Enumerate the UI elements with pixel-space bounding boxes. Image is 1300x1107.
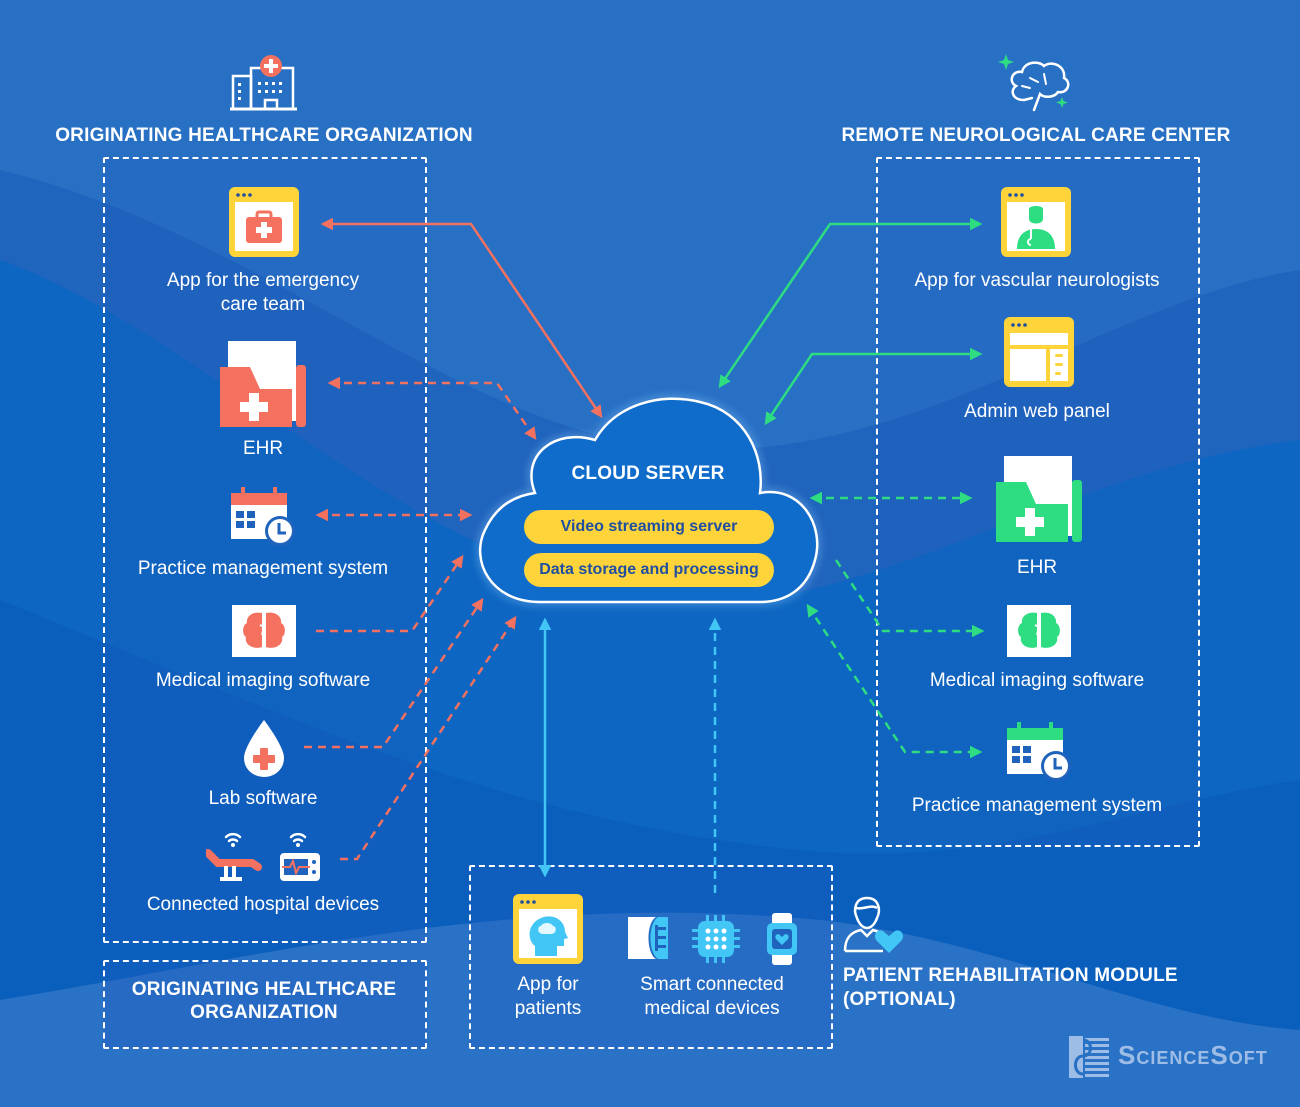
arrow-imaging-origin (316, 554, 464, 633)
label-patient-app-line1: App for (517, 974, 579, 995)
label-devices-origin: Connected hospital devices (146, 894, 380, 915)
rehab-module-title-line1: PATIENT REHABILITATION MODULE (843, 965, 1178, 986)
label-ehr-origin: EHR (242, 438, 284, 459)
label-emergency-app-line2: care team (220, 294, 306, 315)
label-imaging-remote: Medical imaging software (929, 670, 1145, 691)
arrow-neuro-app (718, 217, 983, 389)
pill-video-streaming: Video streaming server (524, 510, 774, 544)
arrow-ehr-origin (327, 376, 537, 441)
ehr-folder-icon (220, 341, 306, 427)
label-neuro-app: App for vascular neurologists (914, 270, 1160, 291)
label-lab-origin: Lab software (208, 788, 318, 809)
calendar-clock-icon (231, 487, 295, 546)
ehr-folder-icon-remote (996, 456, 1082, 542)
pill-data-storage: Data storage and processing (524, 553, 774, 587)
label-smart-devices-line2: medical devices (644, 998, 780, 1019)
label-pms-origin: Practice management system (137, 558, 389, 579)
first-aid-app-icon (229, 187, 299, 257)
label-emergency-app-line1: App for the emergency (166, 270, 360, 291)
cloud-server-title: CLOUD SERVER (571, 463, 725, 484)
arrow-emergency-app (320, 217, 603, 419)
hospital-icon (230, 55, 297, 111)
chip-icon (692, 915, 740, 963)
patient-app-icon (513, 894, 583, 964)
arrow-pms-remote (806, 603, 983, 759)
rehab-module-title-line2: (OPTIONAL) (843, 989, 956, 1010)
sciencesoft-logo-text: ScienceSoft (1118, 1040, 1268, 1070)
smartwatch-icon (767, 913, 797, 965)
calendar-clock-icon-remote (1007, 722, 1071, 781)
brain-sparkle-icon (998, 54, 1070, 112)
hospital-devices-icon (206, 832, 320, 881)
patient-heart-icon (843, 896, 904, 953)
originating-title: ORIGINATING HEALTHCARE ORGANIZATION (55, 125, 473, 146)
doctor-app-icon (1001, 187, 1071, 257)
brain-scan-icon (232, 605, 296, 657)
remote-title: REMOTE NEUROLOGICAL CARE CENTER (841, 125, 1231, 146)
originating-footer-title-line2: ORGANIZATION (190, 1002, 338, 1023)
label-patient-app-line2: patients (514, 998, 582, 1019)
sensor-icon (628, 917, 668, 959)
label-ehr-remote: EHR (1016, 557, 1058, 578)
originating-footer-title-line1: ORIGINATING HEALTHCARE (131, 979, 397, 1000)
admin-panel-icon (1004, 317, 1074, 387)
sciencesoft-logo-icon (1069, 1036, 1109, 1078)
arrow-devices-origin (340, 615, 517, 861)
brain-scan-icon-remote (1007, 605, 1071, 657)
blood-drop-icon (244, 720, 284, 777)
label-imaging-origin: Medical imaging software (155, 670, 371, 691)
label-smart-devices-line1: Smart connected (640, 974, 784, 995)
label-admin-panel: Admin web panel (964, 401, 1110, 422)
label-pms-remote: Practice management system (911, 795, 1163, 816)
originating-footer-box (103, 960, 427, 1049)
arrow-lab-origin (304, 597, 484, 749)
